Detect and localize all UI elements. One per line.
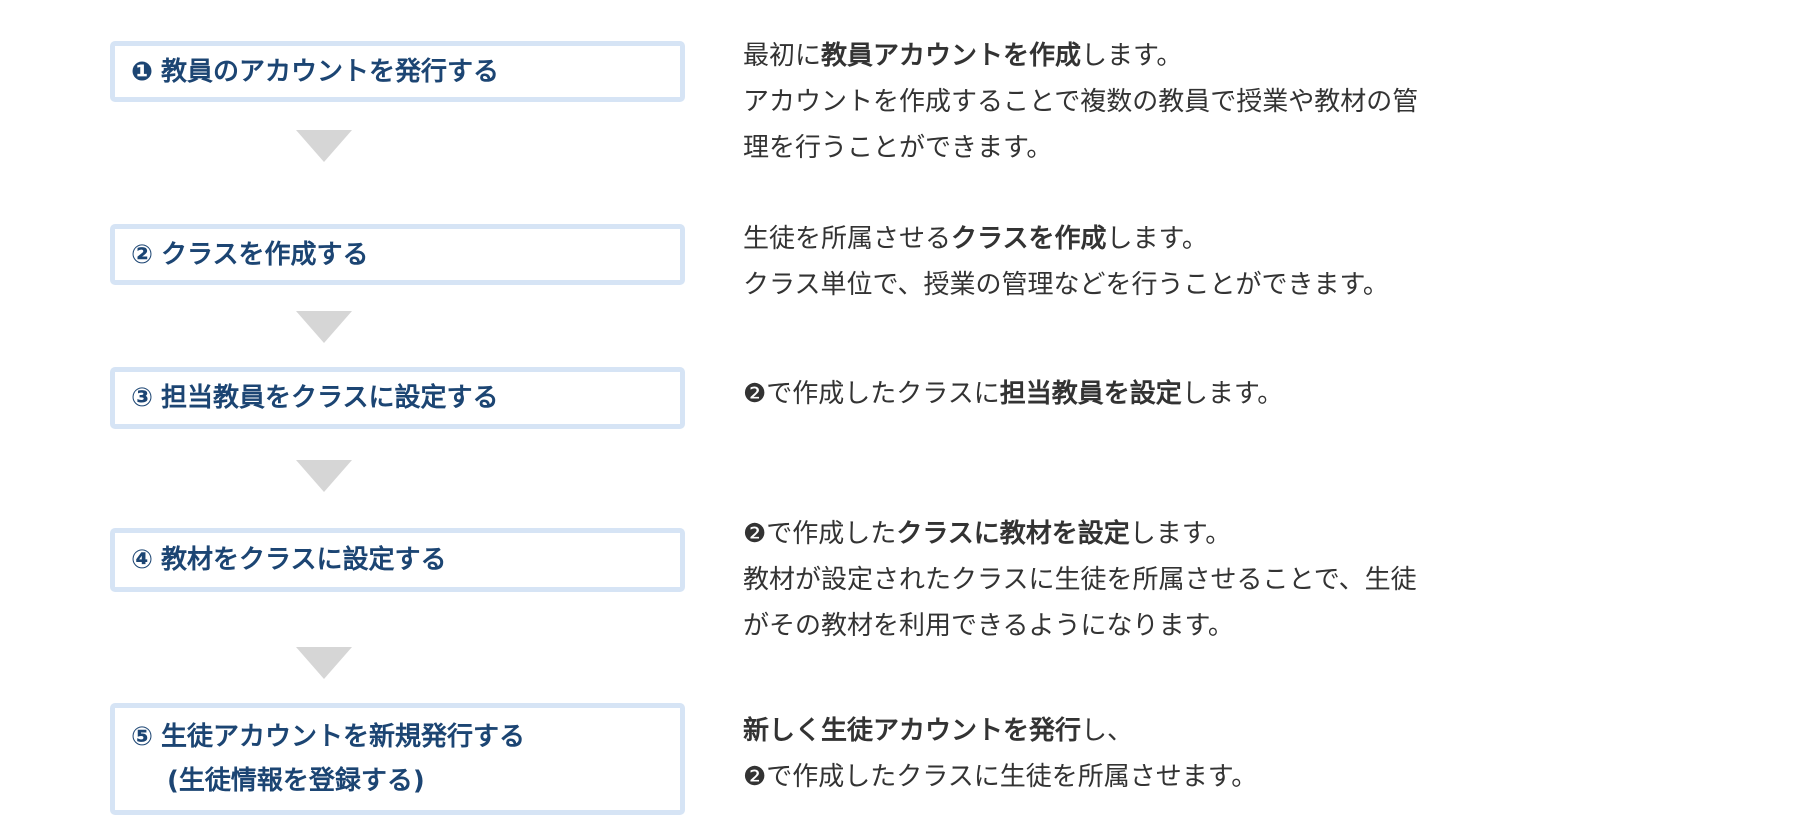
step-title: 教材をクラスに設定する (161, 545, 447, 575)
down-arrow-icon (296, 460, 352, 492)
down-arrow-icon (296, 647, 352, 679)
step-description-2: 生徒を所属させるクラスを作成します。クラス単位で、授業の管理などを行うことができ… (743, 216, 1603, 308)
step-number-icon: ⑤ (131, 722, 154, 752)
description-line: 教材が設定されたクラスに生徒を所属させることで、生徒 (743, 557, 1603, 603)
description-text: アカウントを作成することで複数の教員で授業や教材の管 (743, 87, 1419, 117)
step-title: 教員のアカウントを発行する (161, 56, 500, 87)
description-line: 新しく生徒アカウントを発行し、 (743, 708, 1603, 754)
description-line: アカウントを作成することで複数の教員で授業や教材の管 (743, 79, 1603, 125)
step-description-5: 新しく生徒アカウントを発行し、 ❷で作成したクラスに生徒を所属させます。 (743, 708, 1603, 800)
description-text: します。 (1181, 379, 1284, 409)
step-number-icon: ③ (131, 383, 154, 413)
step-number-icon: ② (131, 239, 154, 270)
description-line: 理を行うことができます。 (743, 125, 1603, 171)
step-description-1: 最初に教員アカウントを作成します。アカウントを作成することで複数の教員で授業や教… (743, 33, 1603, 171)
description-text: がその教材を利用できるようになります。 (743, 611, 1234, 641)
description-text: 理を行うことができます。 (743, 133, 1053, 163)
description-text: し、 (1081, 716, 1134, 746)
description-text: ❷で作成したクラスに生徒を所属させます。 (743, 762, 1258, 792)
description-text: します。 (1129, 519, 1232, 549)
description-line: ❷で作成したクラスに教材を設定します。 (743, 511, 1603, 557)
description-text: ❷で作成した (743, 519, 897, 549)
emphasis-text: クラスを作成 (951, 224, 1107, 254)
step-description-3: ❷で作成したクラスに担当教員を設定します。 (743, 371, 1603, 417)
emphasis-text: 教員アカウントを作成 (821, 41, 1082, 71)
down-arrow-icon (296, 311, 352, 343)
step-number-icon: ❶ (131, 56, 154, 87)
step-title: (生徒情報を登録する) (167, 766, 425, 796)
description-text: します。 (1106, 224, 1208, 254)
step-title: 生徒アカウントを新規発行する (161, 722, 526, 752)
down-arrow-icon (296, 130, 352, 162)
emphasis-text: 新しく生徒アカウントを発行 (743, 716, 1082, 746)
description-line: クラス単位で、授業の管理などを行うことができます。 (743, 262, 1603, 308)
description-line: 最初に教員アカウントを作成します。 (743, 33, 1603, 79)
description-text: 最初に (743, 41, 822, 71)
description-line: ❷で作成したクラスに生徒を所属させます。 (743, 754, 1603, 800)
emphasis-text: クラスに教材を設定 (896, 519, 1130, 549)
description-text: 教材が設定されたクラスに生徒を所属させることで、生徒 (743, 565, 1417, 595)
description-text: します。 (1081, 41, 1183, 71)
description-line: がその教材を利用できるようになります。 (743, 603, 1603, 649)
step-title: 担当教員をクラスに設定する (161, 383, 499, 413)
description-text: 生徒を所属させる (743, 224, 952, 254)
step-number-icon: ④ (131, 545, 154, 575)
description-line: ❷で作成したクラスに担当教員を設定します。 (743, 371, 1603, 417)
description-line: 生徒を所属させるクラスを作成します。 (743, 216, 1603, 262)
step-title: クラスを作成する (161, 239, 369, 270)
description-text: ❷で作成したクラスに (743, 379, 1000, 409)
emphasis-text: 担当教員を設定 (999, 379, 1182, 409)
description-text: クラス単位で、授業の管理などを行うことができます。 (743, 270, 1389, 300)
step-description-4: ❷で作成したクラスに教材を設定します。教材が設定されたクラスに生徒を所属させるこ… (743, 511, 1603, 649)
step-title-line: (生徒情報を登録する) (131, 759, 664, 803)
